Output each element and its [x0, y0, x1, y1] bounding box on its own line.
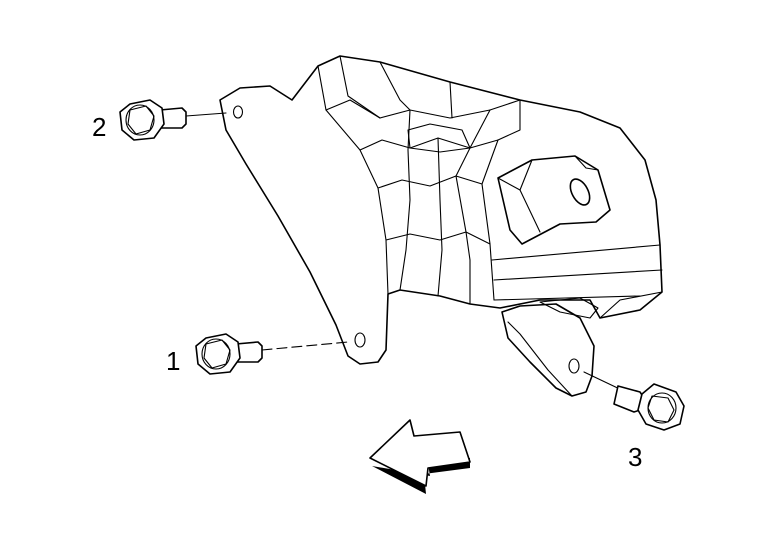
- mounting-bracket: [219, 55, 663, 397]
- front-direction-arrow-icon: [369, 419, 471, 494]
- callout-3: 3: [628, 442, 643, 472]
- callout-2: 2: [92, 112, 107, 142]
- bolt-3: [583, 371, 685, 431]
- bolt-1: [195, 333, 349, 375]
- callout-1: 1: [166, 346, 181, 376]
- bolt-2: [119, 99, 227, 141]
